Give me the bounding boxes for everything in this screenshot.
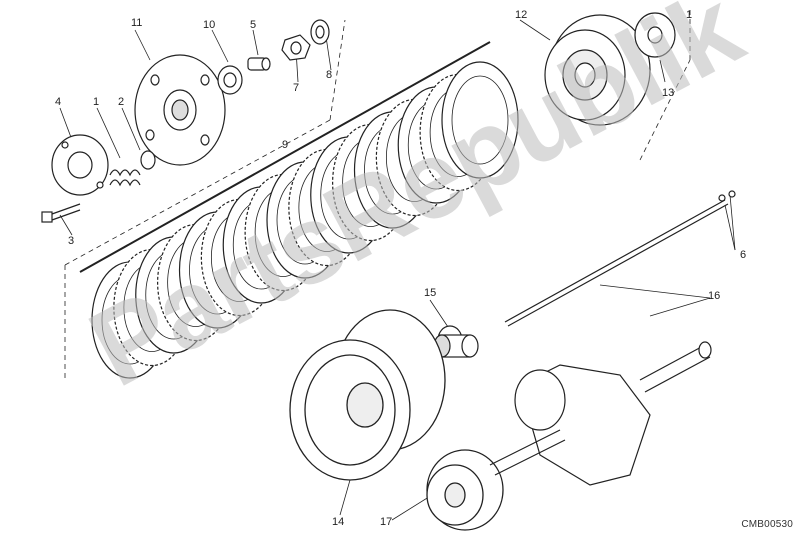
callout-10: 10: [203, 19, 216, 31]
callout-12: 12: [515, 9, 528, 21]
callout-1b: 1: [686, 9, 693, 21]
washer: [310, 19, 330, 45]
bracket-9: [79, 41, 491, 273]
callout-1: 1: [93, 96, 100, 108]
hub-washer: [634, 12, 676, 58]
clutch-hub: [544, 14, 651, 126]
clutch-basket: [289, 309, 446, 481]
callout-13: 13: [662, 87, 675, 99]
clutch-spring: [109, 169, 141, 187]
callout-9: 9: [282, 139, 289, 151]
thrust-piece: [247, 57, 271, 71]
crankshaft: [489, 341, 712, 486]
clutch-plate-inner: [451, 75, 509, 165]
push-rod: [504, 199, 729, 327]
drawing-code: CMB00530: [741, 519, 793, 530]
drive-gear: [426, 449, 504, 531]
bolt: [41, 203, 81, 223]
callout-15: 15: [424, 287, 437, 299]
bearing: [217, 65, 243, 95]
pressure-plate: [134, 54, 226, 166]
callout-4: 4: [55, 96, 62, 108]
callout-7: 7: [293, 82, 300, 94]
rod-seals: [718, 190, 736, 202]
callout-5: 5: [250, 19, 257, 31]
callout-8: 8: [326, 69, 333, 81]
callout-17: 17: [380, 516, 393, 528]
callout-2: 2: [118, 96, 125, 108]
spring-washer: [140, 150, 156, 170]
bushing: [433, 325, 479, 358]
leader-lines: [59, 19, 736, 521]
nut: [281, 34, 311, 61]
callout-6: 6: [740, 249, 747, 261]
spring-cap: [51, 134, 109, 196]
callout-14: 14: [332, 516, 345, 528]
pack-boundary: [64, 10, 691, 380]
callout-11: 11: [131, 17, 143, 29]
callout-16: 16: [708, 290, 721, 302]
clutch-plate: [441, 61, 519, 179]
clutch-plate-stack: [91, 61, 519, 379]
callout-3: 3: [68, 235, 75, 247]
